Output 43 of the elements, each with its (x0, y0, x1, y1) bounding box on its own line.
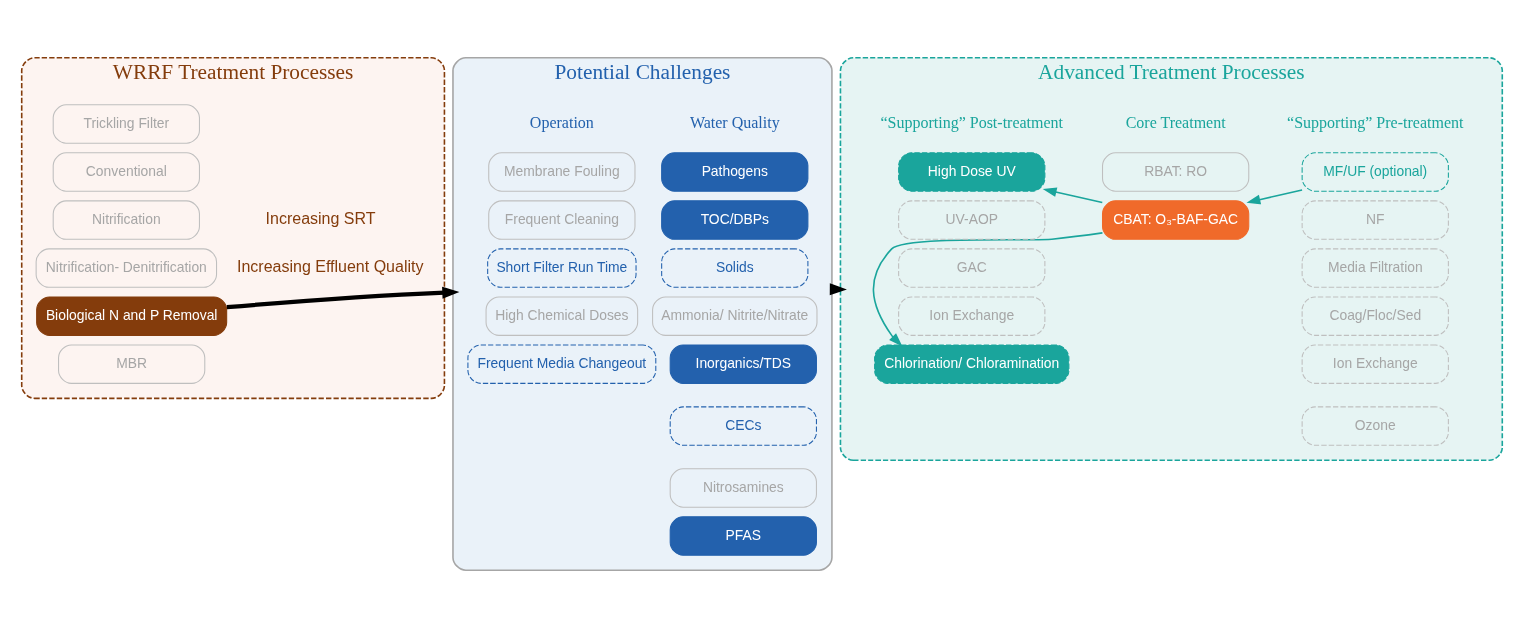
node-box: Nitrification (52, 200, 200, 240)
node-box: Frequent Cleaning (488, 200, 636, 240)
label: “Supporting” Post-treatment (880, 113, 1064, 131)
node-box: NF (1301, 200, 1449, 240)
node-box: GAC (898, 248, 1046, 288)
node-box: Media Filtration (1301, 248, 1449, 288)
node-box: MBR (58, 344, 206, 384)
label: Operation (529, 113, 594, 131)
node-box: High Chemical Doses (485, 296, 639, 336)
node-box: Chlorination/ Chloramination (874, 344, 1070, 384)
node-box: Frequent Media Changeout (467, 344, 657, 384)
node-box: Biological N and P Removal (36, 296, 228, 336)
label: Increasing SRT (265, 209, 376, 227)
node-box: Membrane Fouling (488, 152, 636, 192)
node-box: Coag/Floc/Sed (1301, 296, 1449, 336)
node-box: TOC/DBPs (661, 200, 809, 240)
node-box: Trickling Filter (52, 104, 200, 144)
node-box: Ion Exchange (898, 296, 1046, 336)
node-box: Solids (661, 248, 809, 288)
node-box: Short Filter Run Time (487, 248, 637, 288)
label: Increasing Effluent Quality (236, 257, 424, 275)
arrow (226, 286, 460, 310)
node-box: MF/UF (optional) (1301, 152, 1449, 192)
node-box: RBAT: RO (1102, 152, 1250, 192)
label: Core Treatment (1125, 113, 1226, 131)
arrow (872, 232, 1104, 347)
node-box: Conventional (52, 152, 200, 192)
node-box: UV-AOP (898, 200, 1046, 240)
label: “Supporting” Pre-treatment (1287, 113, 1464, 131)
arrow (1042, 187, 1104, 204)
label: Water Quality (689, 113, 780, 131)
node-box: CECs (669, 406, 817, 446)
node-box: PFAS (669, 516, 817, 556)
arrow (1246, 189, 1303, 205)
node-box: Nitrosamines (669, 468, 817, 508)
node-box: High Dose UV (898, 152, 1046, 192)
node-box: Ion Exchange (1301, 344, 1449, 384)
node-box: Ammonia/ Nitrite/Nitrate (652, 296, 818, 336)
node-box: CBAT: O₃-BAF-GAC (1102, 200, 1250, 240)
node-box: Ozone (1301, 406, 1449, 446)
node-box: Nitrification- Denitrification (35, 248, 218, 288)
node-box: Pathogens (661, 152, 809, 192)
node-box: Inorganics/TDS (669, 344, 817, 384)
